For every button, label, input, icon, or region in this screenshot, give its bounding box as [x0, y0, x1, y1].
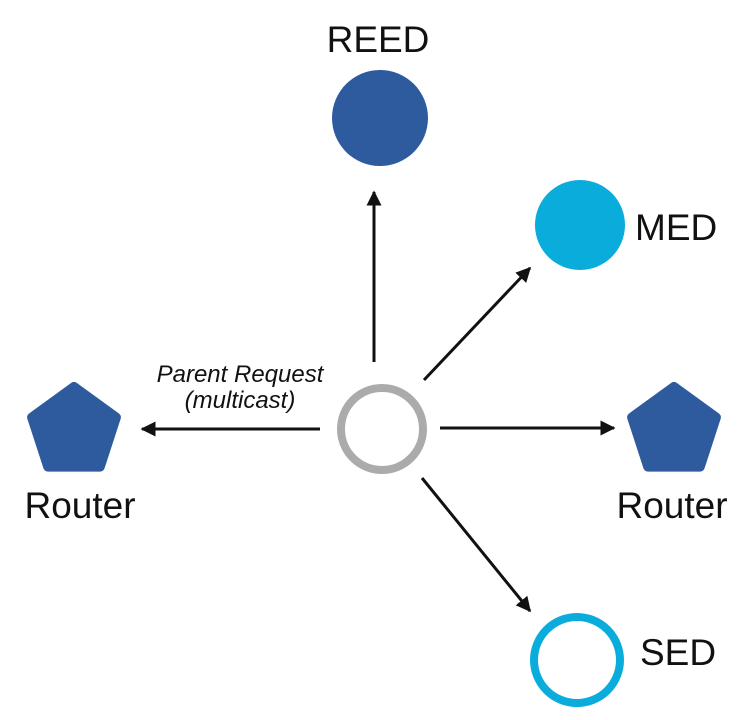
arrow-to-sed: [420, 477, 532, 613]
router-right-pentagon: [627, 382, 721, 472]
parent-request-annotation: Parent Request (multicast): [157, 362, 324, 414]
router-left-pentagon: [27, 382, 121, 472]
reed-label: REED: [326, 19, 430, 60]
sed-label: SED: [640, 632, 717, 673]
parent-request-annotation-line2: (multicast): [184, 387, 296, 414]
med-label: MED: [635, 207, 718, 248]
med-node-circle: [535, 180, 625, 270]
reed-node-circle: [332, 70, 428, 166]
parent-request-annotation-line1: Parent Request: [156, 361, 324, 388]
arrow-to-med: [422, 266, 532, 382]
router-left-label: Router: [24, 485, 136, 526]
sed-node-circle: [530, 613, 624, 707]
sender-node-circle: [337, 384, 427, 474]
router-right-label: Router: [616, 485, 728, 526]
